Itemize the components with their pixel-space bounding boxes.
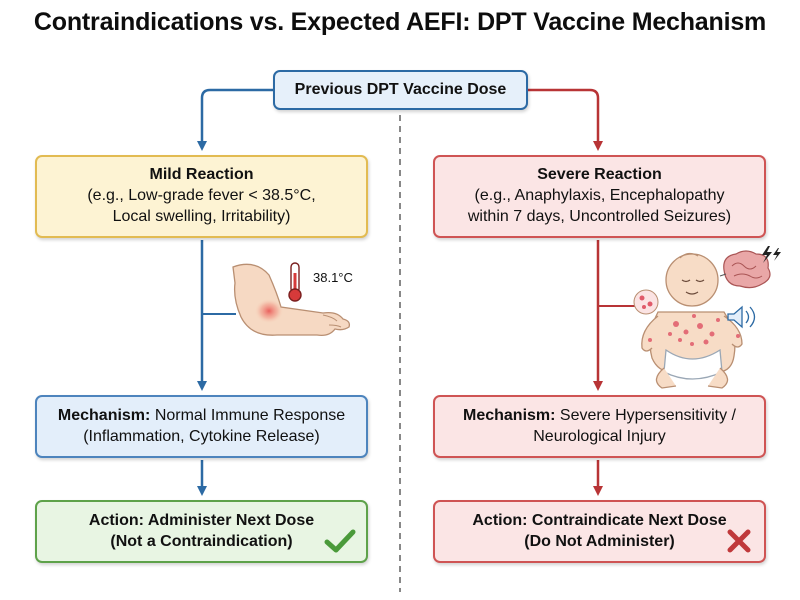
mechanism-right-prefix: Mechanism: <box>463 406 556 424</box>
severe-reaction-detail-1: (e.g., Anaphylaxis, Encephalopathy <box>474 187 725 205</box>
action-right-title: Action: Contraindicate Next Dose <box>472 511 727 529</box>
mechanism-left-detail: (Inflammation, Cytokine Release) <box>83 427 320 445</box>
action-left-title: Action: Administer Next Dose <box>88 511 315 529</box>
mechanism-normal-node: Mechanism: Normal Immune Response (Infla… <box>35 395 368 458</box>
action-contraindicate-node: Action: Contraindicate Next Dose (Do Not… <box>433 500 766 563</box>
arm-swelling-illustration <box>232 262 351 337</box>
mild-reaction-detail-2: Local swelling, Irritability) <box>112 207 291 225</box>
mechanism-left-prefix: Mechanism: <box>57 406 151 424</box>
mild-reaction-detail-1: (e.g., Low-grade fever < 38.5°C, <box>87 187 316 205</box>
mild-reaction-node: Mild Reaction (e.g., Low-grade fever < 3… <box>35 155 368 238</box>
mechanism-right-text: Severe Hypersensitivity / <box>559 406 736 424</box>
speaker-icon <box>727 305 756 329</box>
previous-dose-label: Previous DPT Vaccine Dose <box>294 80 507 98</box>
mechanism-severe-node: Mechanism: Severe Hypersensitivity / Neu… <box>433 395 766 458</box>
action-right-detail: (Do Not Administer) <box>524 532 675 550</box>
mild-reaction-title: Mild Reaction <box>149 166 254 184</box>
mechanism-right-detail: Neurological Injury <box>533 427 666 445</box>
infant-illustration <box>633 246 781 389</box>
severe-reaction-title: Severe Reaction <box>537 166 662 184</box>
cross-icon <box>727 529 751 553</box>
action-administer-node: Action: Administer Next Dose (Not a Cont… <box>35 500 368 563</box>
check-icon <box>324 529 356 553</box>
lightning-icon <box>762 246 781 263</box>
arrow-top-to-severe <box>528 88 603 151</box>
page-title: Contraindications vs. Expected AEFI: DPT… <box>33 8 767 36</box>
temperature-reading: 38.1°C <box>313 270 353 285</box>
previous-dose-node: Previous DPT Vaccine Dose <box>273 70 528 110</box>
brain-icon <box>723 250 771 289</box>
severe-reaction-detail-2: within 7 days, Uncontrolled Seizures) <box>467 207 732 225</box>
action-left-detail: (Not a Contraindication) <box>110 532 293 550</box>
thermometer-icon <box>288 262 302 302</box>
arrow-top-to-mild <box>197 88 273 151</box>
mechanism-left-text: Normal Immune Response <box>154 406 346 424</box>
severe-reaction-node: Severe Reaction (e.g., Anaphylaxis, Ence… <box>433 155 766 238</box>
